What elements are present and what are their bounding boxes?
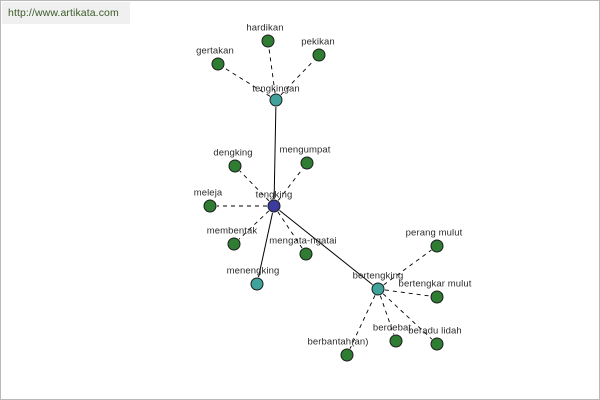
graph-node-berdebat[interactable] — [389, 334, 403, 348]
graph-node-membentak[interactable] — [227, 237, 241, 251]
edge-layer — [217, 47, 433, 349]
graph-edge — [384, 289, 431, 297]
graph-edge — [349, 295, 376, 349]
graph-node-tengking[interactable] — [267, 199, 281, 213]
graph-node-meleja[interactable] — [203, 199, 217, 213]
graph-edge — [383, 249, 432, 286]
graph-node-bertengking[interactable] — [371, 282, 385, 296]
node-layer — [203, 34, 444, 362]
graph-edge — [277, 168, 304, 201]
graph-node-gertakan[interactable] — [211, 57, 225, 71]
graph-node-beradu-lidah[interactable] — [430, 337, 444, 351]
url-label: http://www.artikata.com — [8, 7, 119, 19]
graph-edge — [277, 211, 303, 249]
graph-edge — [280, 59, 315, 96]
graph-node-tengkingan[interactable] — [269, 93, 283, 107]
graph-edge — [379, 295, 395, 335]
graph-edge — [238, 210, 270, 240]
graph-node-hardikan[interactable] — [261, 34, 275, 48]
graph-node-bertengkar-mulut[interactable] — [430, 290, 444, 304]
graph-node-berbantahan[interactable] — [340, 348, 354, 362]
graph-edge — [279, 209, 373, 286]
graph-edge — [239, 170, 270, 202]
graph-node-mengumpat[interactable] — [300, 156, 314, 170]
graph-edge — [273, 106, 277, 200]
graph-edge — [382, 293, 433, 340]
url-bar: http://www.artikata.com — [2, 2, 130, 24]
graph-node-mengata-ngatai[interactable] — [299, 247, 313, 261]
graph-edge — [223, 67, 271, 97]
graph-node-menengking[interactable] — [250, 277, 264, 291]
graph-node-dengking[interactable] — [228, 159, 242, 173]
graph-node-pekikan[interactable] — [312, 48, 326, 62]
graph-edge — [258, 212, 273, 278]
graph-node-perang-mulut[interactable] — [430, 239, 444, 253]
graph-edge — [268, 47, 276, 94]
